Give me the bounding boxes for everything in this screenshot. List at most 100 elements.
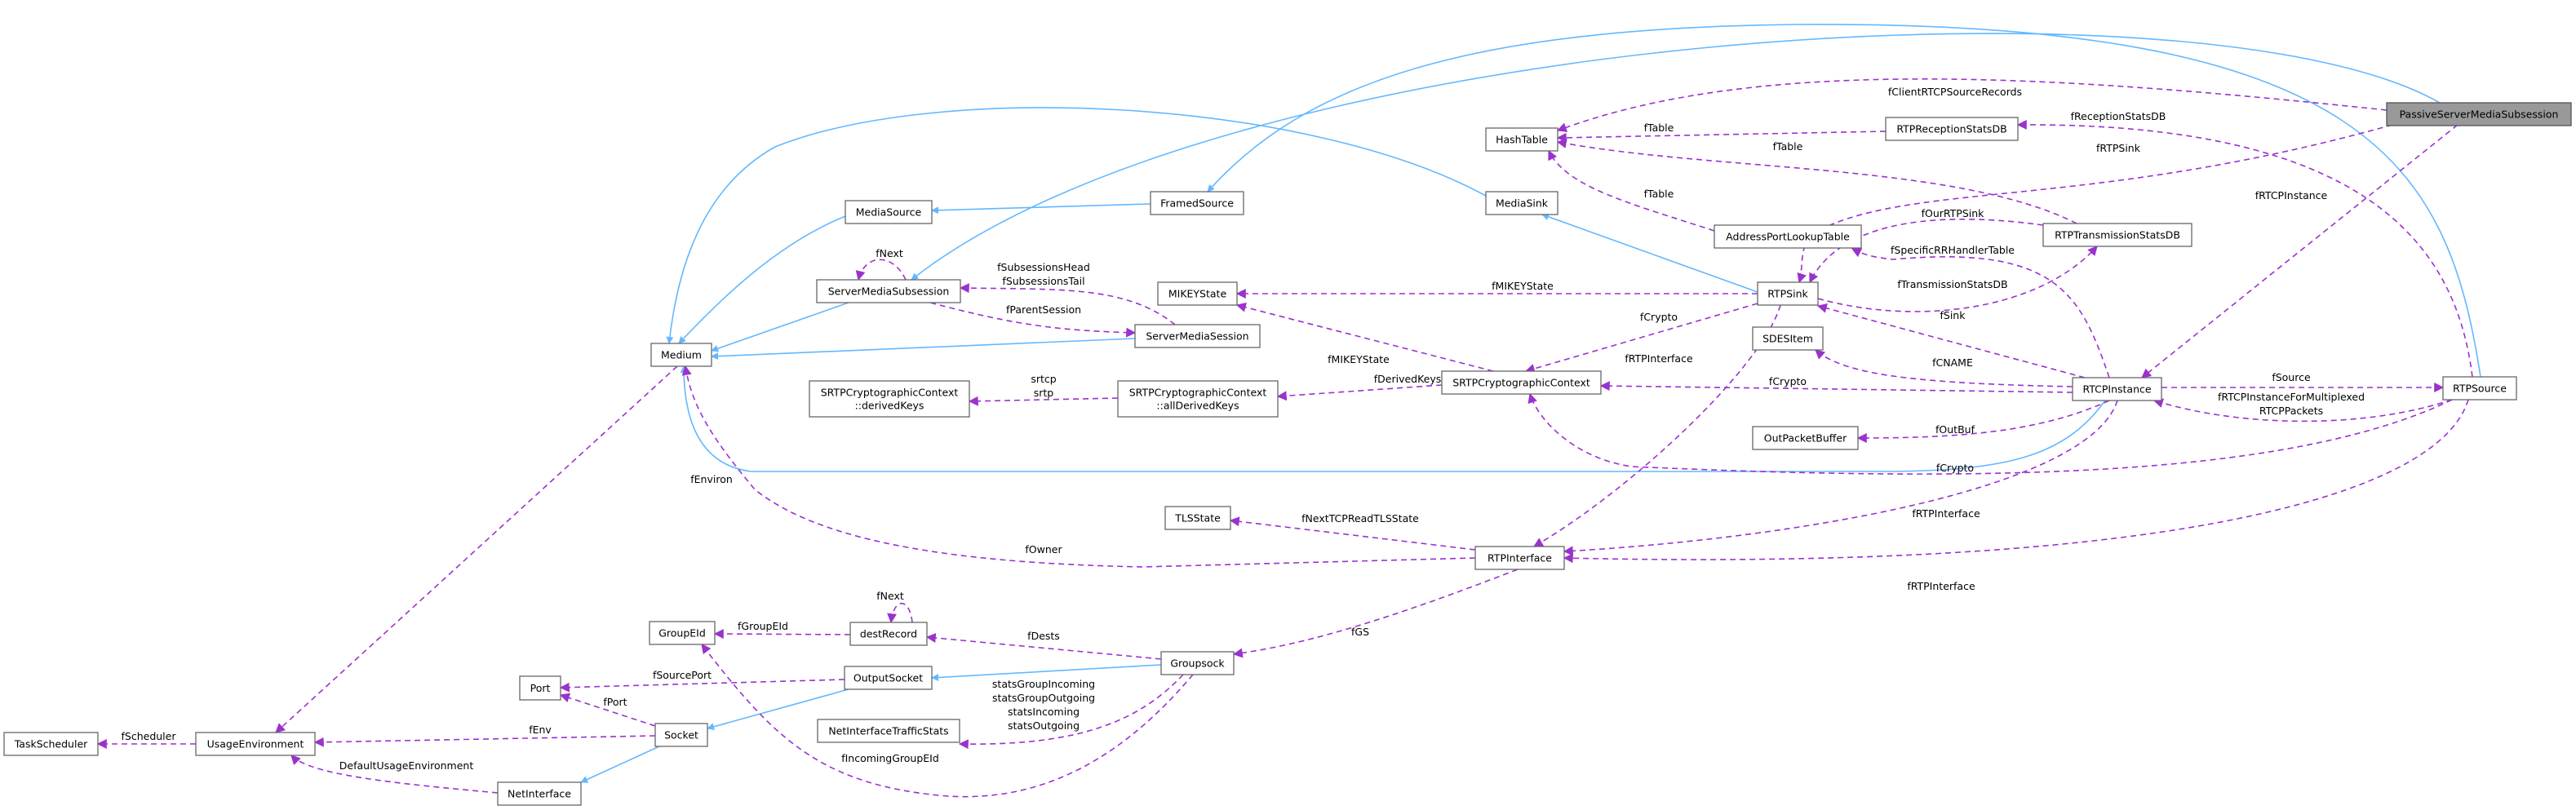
edge-label: statsGroupIncoming (992, 678, 1095, 690)
class-node-framedsource[interactable]: FramedSource (1150, 191, 1244, 215)
edge-label: fOurRTPSink (1922, 207, 1985, 219)
node-box (817, 719, 960, 743)
edge-label: fRTPInterface (1912, 507, 1980, 520)
edge-label: fTable (1644, 188, 1674, 200)
class-node-derivedkeys[interactable]: SRTPCryptographicContext::derivedKeys (809, 380, 970, 418)
class-node-outpacket[interactable]: OutPacketBuffer (1752, 426, 1859, 450)
edge-label: fDests (1027, 630, 1060, 642)
node-box (1160, 651, 1235, 675)
edge-label: statsOutgoing (1008, 719, 1080, 732)
usage-edge-rtpiface-to-tls (1229, 516, 1476, 551)
inheritance-edge-passive-to-sms (911, 33, 2441, 281)
usage-edge-groupsock-to-destrecord (925, 633, 1162, 660)
edge-label: fParentSession (1006, 303, 1081, 316)
class-node-rtprecv[interactable]: RTPReceptionStatsDB (1885, 117, 2019, 141)
class-node-mikey[interactable]: MIKEYState (1157, 281, 1238, 306)
node-label: ::allDerivedKeys (1156, 400, 1239, 412)
node-box (849, 622, 928, 646)
class-node-rtpsink[interactable]: RTPSink (1757, 281, 1819, 306)
inheritance-edge-mediasource-to-medium (678, 215, 846, 344)
class-node-medium[interactable]: Medium (650, 343, 712, 367)
edge-label: fMIKEYState (1492, 280, 1554, 292)
node-label: TaskScheduler (14, 738, 88, 750)
edge-label: fPort (603, 696, 627, 708)
class-node-hashtable[interactable]: HashTable (1485, 127, 1558, 152)
class-node-taskscheduler[interactable]: TaskScheduler (3, 732, 99, 756)
edge-label: fRTCPInstanceForMultiplexed (2218, 391, 2365, 403)
node-box (519, 675, 561, 701)
class-node-sms[interactable]: ServerMediaSubsession (816, 279, 961, 303)
class-node-tls[interactable]: TLSState (1164, 506, 1231, 530)
node-box (1134, 324, 1261, 348)
usage-edge-rtcp-to-outpacket (1856, 400, 2110, 443)
node-box (1157, 281, 1238, 306)
usage-edge-rtpsink-to-rtptrans (1817, 246, 2098, 312)
usage-edge-netiface-to-usageenv (290, 755, 499, 794)
node-label: AddressPortLookupTable (1726, 231, 1850, 243)
edge-label: fGroupEId (738, 620, 788, 632)
class-node-socket[interactable]: Socket (654, 723, 708, 747)
class-node-destrecord[interactable]: destRecord (849, 622, 928, 646)
node-label: RTPSource (2453, 383, 2507, 395)
class-node-port[interactable]: Port (519, 675, 561, 701)
node-label: OutputSocket (853, 672, 923, 684)
class-node-netiface[interactable]: NetInterface (497, 781, 582, 806)
edge-label: fNext (876, 247, 903, 259)
class-node-outputsocket[interactable]: OutputSocket (844, 666, 933, 690)
class-node-allderived[interactable]: SRTPCryptographicContext::allDerivedKeys (1117, 380, 1279, 418)
node-label: RTPReceptionStatsDB (1896, 123, 2006, 135)
node-label: FramedSource (1160, 197, 1234, 210)
node-label: Port (530, 682, 551, 694)
node-box (195, 732, 316, 756)
class-node-smsession[interactable]: ServerMediaSession (1134, 324, 1261, 348)
class-node-mediasource[interactable]: MediaSource (845, 200, 933, 224)
class-node-rtpsource[interactable]: RTPSource (2442, 376, 2517, 401)
node-label: MediaSink (1496, 197, 1549, 210)
node-label: RTPSink (1767, 288, 1808, 300)
usage-edge-medium-to-usageenv (275, 365, 678, 733)
inheritance-edge-framedsource-to-mediasource (931, 203, 1151, 215)
usage-edge-sms-to-sms (855, 259, 907, 281)
class-node-usageenv[interactable]: UsageEnvironment (195, 732, 316, 756)
class-node-sdes[interactable]: SDESItem (1752, 326, 1824, 351)
node-label: HashTable (1496, 134, 1548, 146)
node-box (1441, 370, 1602, 395)
node-box (1714, 224, 1862, 249)
class-node-groupsock[interactable]: Groupsock (1160, 651, 1235, 675)
node-label: ::derivedKeys (855, 400, 924, 412)
edge-label: fRTPInterface (1625, 352, 1693, 365)
inheritance-edge-smsession-to-medium (711, 338, 1136, 361)
edge-label: fGS (1351, 626, 1369, 638)
class-node-addrport[interactable]: AddressPortLookupTable (1714, 224, 1862, 249)
usage-edge-socket-to-port (559, 693, 656, 727)
class-node-rtpiface[interactable]: RTPInterface (1474, 546, 1565, 570)
edge-label: fDerivedKeys (1374, 373, 1442, 385)
class-node-mediasink[interactable]: MediaSink (1485, 191, 1558, 215)
usage-edge-rtprecv-to-hashtable (1556, 131, 1887, 143)
class-node-rtcp[interactable]: RTCPInstance (2072, 377, 2162, 401)
class-node-passive[interactable]: PassiveServerMediaSubsession (2386, 102, 2572, 126)
node-box (816, 279, 961, 303)
edge-label: fNext (876, 590, 904, 602)
node-label: PassiveServerMediaSubsession (2400, 108, 2559, 121)
edge-label: fOutBuf (1935, 423, 1975, 436)
node-label: RTCPInstance (2082, 383, 2151, 396)
edge-label: fNextTCPReadTLSState (1301, 512, 1419, 525)
node-box (1117, 380, 1279, 418)
class-node-nitstats[interactable]: NetInterfaceTrafficStats (817, 719, 960, 743)
node-box (649, 621, 716, 645)
node-label: Groupsock (1170, 657, 1225, 670)
inheritance-edge-sms-to-medium (711, 302, 849, 352)
edge-label: statsIncoming (1008, 706, 1080, 718)
class-node-srtp[interactable]: SRTPCryptographicContext (1441, 370, 1602, 395)
class-node-rtptrans[interactable]: RTPTransmissionStatsDB (2042, 223, 2192, 247)
class-node-groupeid[interactable]: GroupEId (649, 621, 716, 645)
usage-edge-allderived-to-derivedkeys (968, 396, 1119, 406)
node-box (3, 732, 99, 756)
inheritance-edge-rtpsink-to-mediasink (1541, 213, 1758, 293)
usage-edge-rtcp-to-addrport (1851, 248, 2110, 378)
node-box (1752, 326, 1824, 351)
usage-edge-passive-to-rtpsink (1797, 124, 2393, 284)
node-box (654, 723, 708, 747)
